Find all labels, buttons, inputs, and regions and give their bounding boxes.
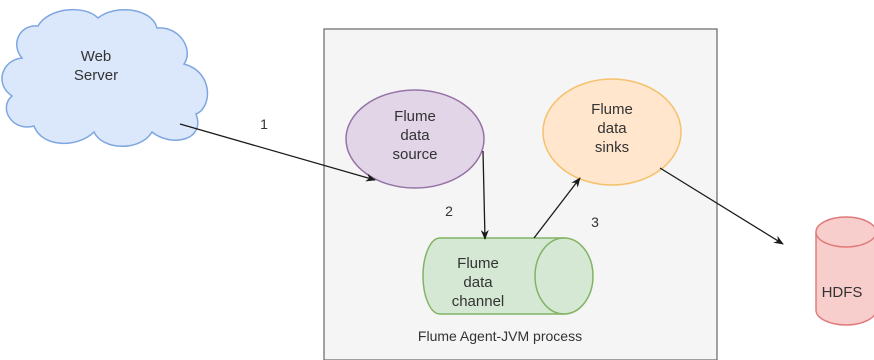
flume-data-sinks: Flume data sinks (542, 78, 682, 186)
step-labels: 1 2 3 (260, 116, 599, 230)
step-1-label: 1 (260, 116, 268, 132)
arrow-sinks-to-hdfs (659, 167, 784, 245)
sinks-label-line3: sinks (595, 139, 629, 156)
channel-label-line3: channel (452, 293, 505, 310)
source-label-line3: source (392, 146, 437, 163)
web-server-cloud: Web Server (1, 8, 209, 147)
cloud-shape (1, 8, 209, 147)
hdfs-top (815, 216, 874, 248)
sinks-label-line2: data (597, 120, 627, 137)
hdfs-label: HDFS (822, 284, 863, 301)
flume-data-channel: Flume data channel (422, 237, 594, 315)
source-label-line2: data (400, 127, 430, 144)
channel-label-line2: data (463, 274, 493, 291)
web-server-label-line2: Server (74, 67, 118, 84)
step-3-label: 3 (591, 214, 599, 230)
step-2-label: 2 (445, 203, 453, 219)
source-ellipse (345, 89, 485, 189)
web-server-label-line1: Web (81, 48, 112, 65)
arrow-source-to-channel (480, 150, 489, 240)
flow-arrows (179, 123, 784, 245)
agent-label: Flume Agent-JVM process (418, 328, 582, 344)
hdfs-storage: HDFS (815, 216, 874, 326)
arrow-channel-to-sinks (533, 177, 581, 239)
channel-body (422, 237, 594, 315)
channel-end-arc (534, 237, 565, 315)
source-label-line1: Flume (394, 108, 436, 125)
sinks-label-line1: Flume (591, 101, 633, 118)
arrow-web-to-source (179, 123, 376, 182)
sinks-ellipse (542, 78, 682, 186)
flume-data-source: Flume data source (345, 89, 485, 189)
hdfs-body (815, 232, 874, 326)
channel-label-line1: Flume (457, 255, 499, 272)
